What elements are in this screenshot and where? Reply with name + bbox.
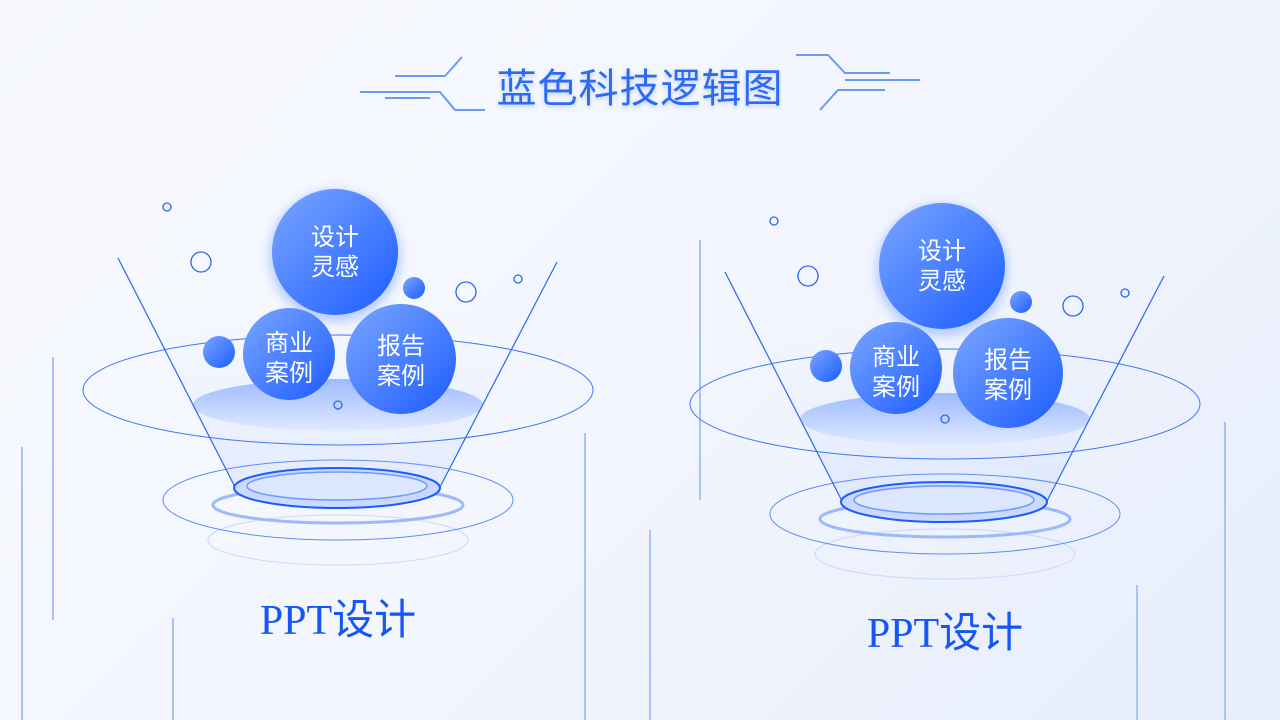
- bubble-business-case: 商业 案例: [872, 343, 920, 401]
- group-label: PPT设计: [259, 598, 417, 644]
- title-decoration: [360, 54, 920, 111]
- bubble-design-inspiration: 设计 灵感: [918, 237, 966, 295]
- bubble-report-case: 报告 案例: [984, 346, 1032, 404]
- group-label: PPT设计: [866, 611, 1024, 657]
- bubble-design-inspiration: 设计 灵感: [311, 223, 359, 281]
- slide-title: 蓝色科技逻辑图: [496, 66, 784, 112]
- bubble-report-case: 报告 案例: [377, 332, 425, 390]
- bubble-business-case: 商业 案例: [265, 329, 313, 387]
